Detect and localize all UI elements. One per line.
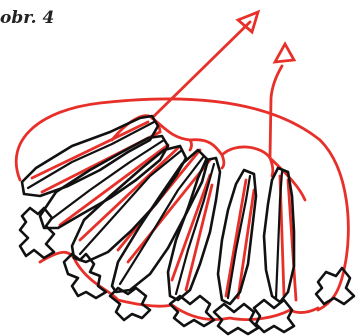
leaf-vein xyxy=(78,148,184,256)
zigzag-foot xyxy=(212,302,260,336)
leaf-outline xyxy=(20,114,160,198)
leaf-outline xyxy=(166,156,222,302)
arrow-thread-left xyxy=(150,20,252,120)
arrow-head-icon xyxy=(272,41,297,64)
outer-arc-thread xyxy=(14,97,350,312)
zigzag-foot xyxy=(168,294,216,328)
leaf-outline xyxy=(262,166,296,304)
leaf-vein xyxy=(274,170,284,300)
leaf-vein xyxy=(118,154,206,286)
leaf-outline xyxy=(110,148,210,294)
arrow-head-icon xyxy=(235,9,261,35)
leaf-vein xyxy=(174,162,216,296)
leaf-vein xyxy=(48,138,166,222)
leaf-vein xyxy=(26,120,156,190)
figure-caption: obr. 4 xyxy=(0,8,55,28)
leaf-vein xyxy=(226,174,252,300)
arrow-thread-right xyxy=(268,64,284,160)
zigzag-foot xyxy=(314,266,356,306)
zigzag-foot xyxy=(252,298,296,334)
leaf-outline xyxy=(38,134,170,230)
black-outlines xyxy=(18,114,356,336)
leaf-outline xyxy=(216,168,258,306)
zigzag-foot xyxy=(108,286,152,322)
zigzag-foot xyxy=(62,252,108,300)
zigzag-foot xyxy=(18,206,56,260)
